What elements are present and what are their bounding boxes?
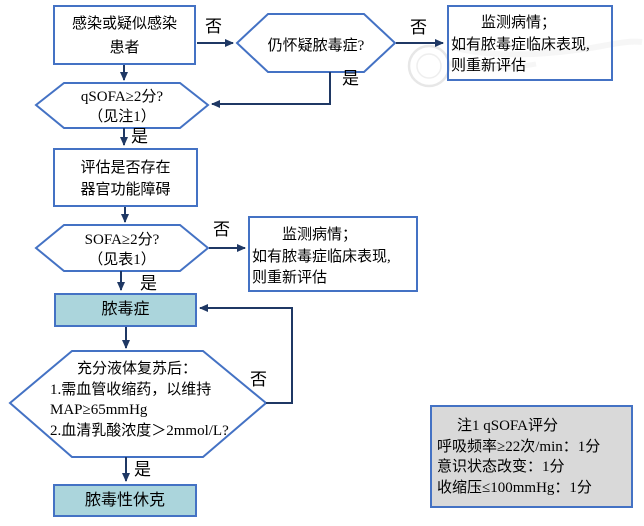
node-monitor-condition-mid: 监测病情； 如有脓毒症临床表现, 则重新评估 — [248, 216, 418, 292]
decision-sofa-text: SOFA≥2分? （见表1） — [47, 230, 197, 270]
fluid-line3: MAP≥65mmHg — [50, 402, 148, 418]
edge-label-yes-4: 是 — [134, 460, 151, 479]
edge-label-no-2: 否 — [410, 18, 427, 37]
sofa-line1: SOFA≥2分? — [84, 232, 160, 248]
decision-qsofa-text: qSOFA≥2分? （见注1） — [47, 87, 197, 127]
fluid-line4: 2.血清乳酸浓度＞2mmol/L? — [50, 422, 229, 439]
monitor-top-line3: 则重新评估 — [451, 58, 527, 74]
edge-label-yes-1: 是 — [342, 69, 359, 88]
qsofa-line2: （见注1） — [88, 109, 156, 125]
evaluate-line1: 评估是否存在 — [80, 160, 171, 176]
edge-fluid-no-to-sepsis — [199, 304, 293, 404]
monitor-top-line1: 监测病情； — [481, 15, 557, 31]
evaluate-line2: 器官功能障碍 — [80, 182, 171, 198]
monitor-mid-line2: 如有脓毒症临床表现, — [252, 248, 391, 265]
node-evaluate-organ-dysfunction: 评估是否存在 器官功能障碍 — [53, 148, 198, 207]
note-line3: 意识状态改变：1分 — [437, 459, 565, 475]
sofa-line2: （见表1） — [88, 252, 156, 268]
edge-label-no-4: 否 — [250, 370, 267, 389]
sepsis-label: 脓毒症 — [101, 301, 150, 318]
node-infection-line2: 患者 — [109, 40, 140, 56]
fluid-line1: 充分液体复苏后： — [77, 361, 198, 377]
decision-fluid-resuscitation-text: 充分液体复苏后： 1.需血管收缩药，以维持 MAP≥65mmHg 2.血清乳酸浓… — [50, 359, 268, 441]
edge-label-no-3: 否 — [213, 220, 230, 239]
node-infection-line1: 感染或疑似感染 — [71, 16, 177, 32]
qsofa-line1: qSOFA≥2分? — [80, 89, 164, 105]
node-septic-shock: 脓毒性休克 — [53, 484, 197, 517]
still-suspect-line1: 仍怀疑脓毒症? — [267, 38, 365, 54]
edge-label-yes-2: 是 — [131, 127, 148, 146]
fluid-line2: 1.需血管收缩药，以维持 — [50, 381, 212, 398]
decision-still-suspect-text: 仍怀疑脓毒症? — [246, 34, 386, 55]
note-line4: 收缩压≤100mmHg：1分 — [437, 479, 592, 496]
decision-still-suspect-hexagon — [235, 13, 397, 73]
edge-label-yes-3: 是 — [140, 274, 157, 293]
node-monitor-condition-top: 监测病情； 如有脓毒症临床表现, 则重新评估 — [447, 5, 613, 81]
note-qsofa-scoring: 注1 qSOFA评分 呼吸频率≥22次/min：1分 意识状态改变：1分 收缩压… — [430, 405, 633, 508]
monitor-mid-line3: 则重新评估 — [252, 270, 328, 286]
watermark-seal — [407, 38, 643, 88]
note-line1: 注1 qSOFA评分 — [457, 418, 558, 434]
monitor-mid-line1: 监测病情； — [282, 227, 358, 243]
monitor-top-line2: 如有脓毒症临床表现, — [451, 36, 590, 53]
edge-label-no-1: 否 — [205, 17, 222, 36]
decision-qsofa-hexagon — [34, 82, 210, 129]
decision-sofa-hexagon — [34, 224, 210, 272]
node-sepsis: 脓毒症 — [54, 293, 197, 327]
node-infection-patient: 感染或疑似感染 患者 — [53, 5, 196, 65]
note-line2: 呼吸频率≥22次/min：1分 — [437, 438, 601, 455]
edge-still-suspect-to-qsofa — [211, 72, 331, 108]
septic-shock-label: 脓毒性休克 — [84, 492, 165, 509]
